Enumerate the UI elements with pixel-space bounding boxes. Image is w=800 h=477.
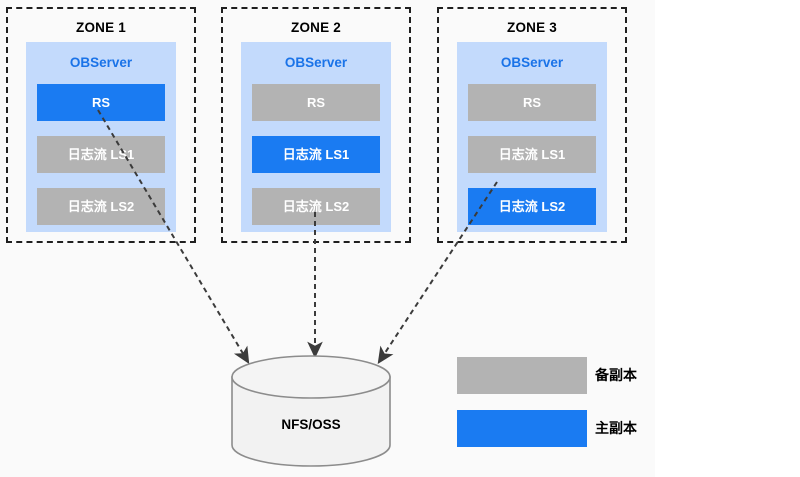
observer-panel-3[interactable]: OBServer RS 日志流 LS1 日志流 LS2: [457, 42, 607, 232]
legend-label-primary: 主副本: [595, 420, 637, 436]
legend-swatch-primary: [457, 410, 587, 447]
zone-box-1[interactable]: ZONE 1 OBServer RS 日志流 LS1 日志流 LS2: [6, 7, 196, 243]
observer-label-3: OBServer: [500, 55, 564, 70]
observer-panel-1[interactable]: OBServer RS 日志流 LS1 日志流 LS2: [26, 42, 176, 232]
node-ls1-zone-2[interactable]: 日志流 LS1: [252, 136, 380, 173]
observer-panel-2[interactable]: OBServer RS 日志流 LS1 日志流 LS2: [241, 42, 391, 232]
node-rs-zone-3[interactable]: RS: [468, 84, 596, 121]
zone-title-3: ZONE 3: [507, 20, 557, 35]
node-ls1-zone-1[interactable]: 日志流 LS1: [37, 136, 165, 173]
node-ls1-zone-3[interactable]: 日志流 LS1: [468, 136, 596, 173]
zone-box-2[interactable]: ZONE 2 OBServer RS 日志流 LS1 日志流 LS2: [221, 7, 411, 243]
storage-label: NFS/OSS: [281, 417, 341, 432]
storage-cylinder[interactable]: NFS/OSS: [231, 355, 391, 467]
observer-label-1: OBServer: [69, 55, 133, 70]
legend-swatch-standby: [457, 357, 587, 394]
zone-box-3[interactable]: ZONE 3 OBServer RS 日志流 LS1 日志流 LS2: [437, 7, 627, 243]
zone-title-2: ZONE 2: [291, 20, 341, 35]
node-ls2-zone-3[interactable]: 日志流 LS2: [468, 188, 596, 225]
observer-label-2: OBServer: [284, 55, 348, 70]
diagram-canvas: ZONE 1 OBServer RS 日志流 LS1 日志流 LS2 ZONE …: [6, 7, 637, 467]
legend-label-standby: 备副本: [595, 367, 637, 383]
zone-title-1: ZONE 1: [76, 20, 126, 35]
node-rs-zone-2[interactable]: RS: [252, 84, 380, 121]
node-ls2-zone-2[interactable]: 日志流 LS2: [252, 188, 380, 225]
node-rs-zone-1[interactable]: RS: [37, 84, 165, 121]
cylinder-icon: [231, 355, 391, 467]
node-ls2-zone-1[interactable]: 日志流 LS2: [37, 188, 165, 225]
